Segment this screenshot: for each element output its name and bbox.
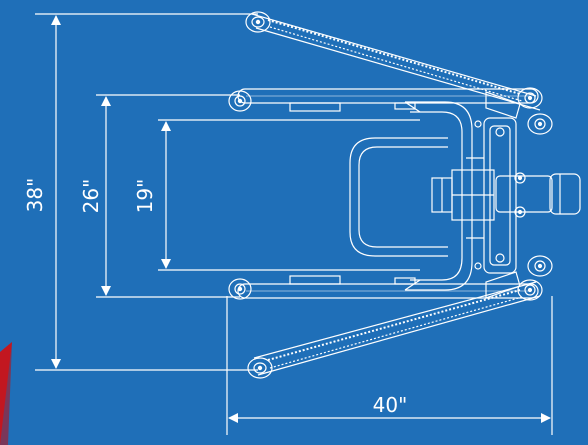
lower-diagonal-leg — [247, 281, 541, 379]
u-shaped-handle — [349, 137, 448, 257]
overall-height-label: 38" — [23, 178, 47, 213]
upper-horizontal-rail — [228, 88, 539, 112]
lower-horizontal-rail — [228, 275, 539, 300]
corner-accent — [0, 342, 12, 445]
right-casters — [517, 87, 553, 301]
upper-diagonal-leg — [245, 11, 541, 111]
leg-span-label: 26" — [79, 179, 103, 214]
lift-base-drawing — [228, 11, 581, 379]
leg-hinge-plates — [485, 91, 521, 299]
overall-length-label: 40" — [373, 393, 408, 417]
mast-mechanism — [431, 117, 581, 274]
inner-width-label: 19" — [133, 179, 157, 214]
dimension-lines — [35, 13, 553, 435]
